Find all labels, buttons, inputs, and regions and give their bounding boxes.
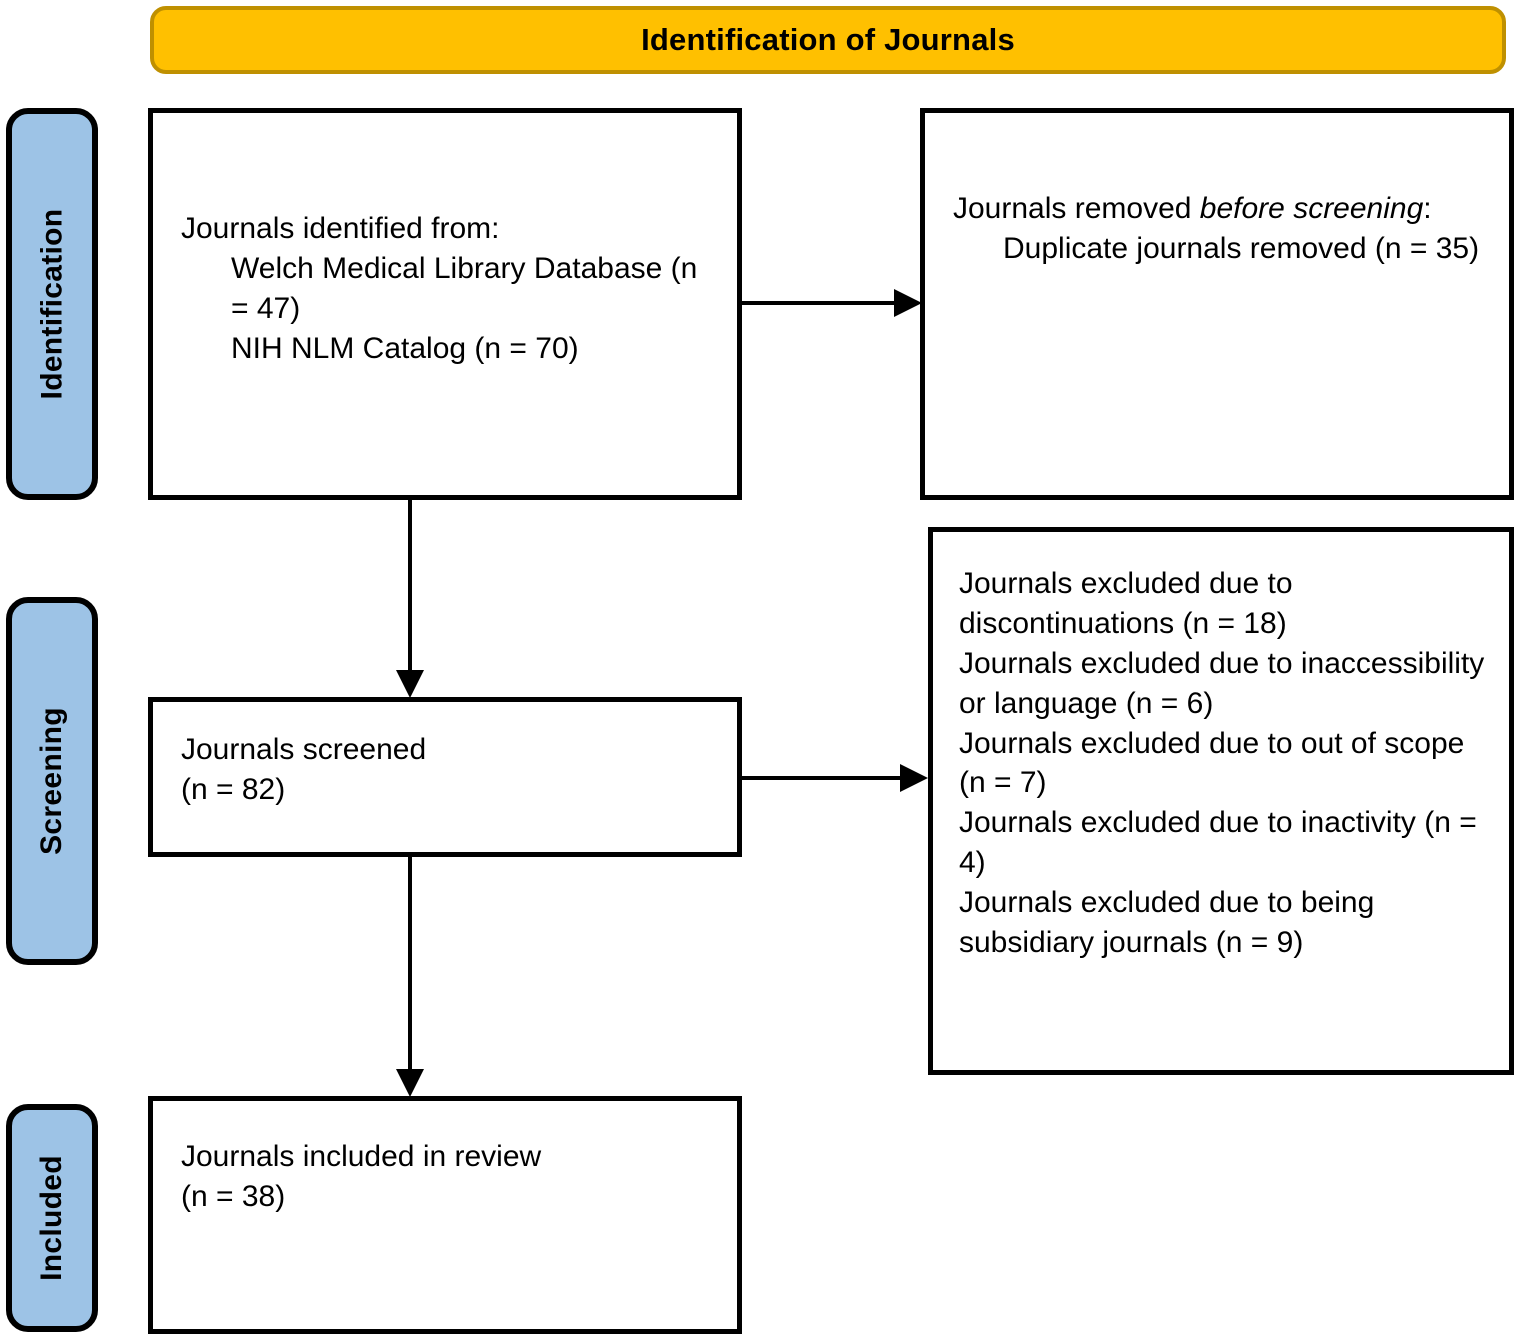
box-journals-removed: Journals removed before screening: Dupli… bbox=[920, 108, 1514, 500]
box-journals-screened-body: Journals screened (n = 82) bbox=[181, 730, 719, 810]
arrow-screened-to-excluded bbox=[742, 761, 930, 795]
included-count: (n = 38) bbox=[181, 1179, 286, 1213]
arrow-screened-to-included bbox=[393, 855, 427, 1098]
arrow-identified-to-screened bbox=[393, 498, 427, 699]
box-journals-included: Journals included in review (n = 38) bbox=[148, 1096, 742, 1334]
removed-heading: Journals removed before screening: bbox=[953, 189, 1491, 229]
stage-label-included-text: Included bbox=[35, 1155, 68, 1281]
phase-header-title: Identification of Journals bbox=[641, 22, 1015, 57]
identified-source-nlm: NIH NLM Catalog (n = 70) bbox=[231, 331, 579, 365]
excluded-reason-subsidiary: Journals excluded due to being subsidiar… bbox=[959, 886, 1375, 960]
box-journals-identified: Journals identified from: Welch Medical … bbox=[148, 108, 742, 500]
excluded-reason-inaccessibility: Journals excluded due to inaccessibility… bbox=[959, 646, 1485, 720]
box-journals-included-body: Journals included in review (n = 38) bbox=[181, 1137, 719, 1217]
box-journals-screened: Journals screened (n = 82) bbox=[148, 697, 742, 857]
identified-heading: Journals identified from: bbox=[181, 212, 500, 245]
phase-header-banner: Identification of Journals bbox=[150, 6, 1506, 74]
stage-label-identification: Identification bbox=[6, 108, 98, 500]
box-journals-identified-body: Journals identified from: Welch Medical … bbox=[181, 209, 719, 369]
screened-count: (n = 82) bbox=[181, 772, 286, 806]
stage-label-screening-text: Screening bbox=[35, 707, 68, 855]
identified-source-welch: Welch Medical Library Database (n = 47) bbox=[231, 251, 698, 325]
removed-heading-prefix: Journals removed bbox=[953, 192, 1200, 225]
screened-label: Journals screened bbox=[181, 733, 427, 766]
stage-label-screening: Screening bbox=[6, 597, 98, 965]
arrow-identified-to-removed bbox=[742, 286, 924, 320]
box-journals-excluded-body: Journals excluded due to discontinuation… bbox=[959, 564, 1499, 963]
box-journals-excluded: Journals excluded due to discontinuation… bbox=[928, 527, 1514, 1075]
excluded-reason-inactivity: Journals excluded due to inactivity (n =… bbox=[959, 806, 1477, 880]
included-label: Journals included in review bbox=[181, 1140, 542, 1173]
box-journals-removed-body: Journals removed before screening: Dupli… bbox=[953, 189, 1491, 269]
stage-label-included: Included bbox=[6, 1104, 98, 1332]
excluded-reason-discontinuations: Journals excluded due to discontinuation… bbox=[959, 567, 1293, 640]
removed-heading-emphasis: before screening bbox=[1199, 192, 1424, 225]
removed-heading-suffix: : bbox=[1423, 192, 1432, 225]
removed-duplicate-detail: Duplicate journals removed (n = 35) bbox=[1003, 231, 1480, 265]
excluded-reason-out-of-scope: Journals excluded due to out of scope (n… bbox=[959, 726, 1465, 800]
stage-label-identification-text: Identification bbox=[35, 208, 68, 400]
